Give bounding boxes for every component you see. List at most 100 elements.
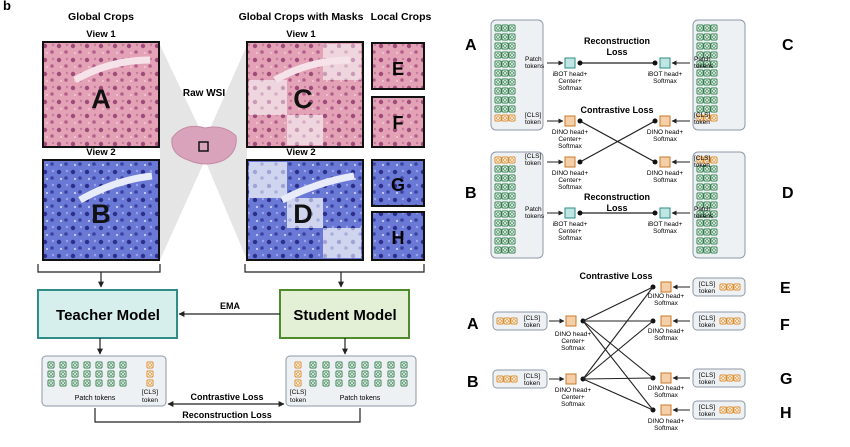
rt-a-row-9-0-dot	[496, 107, 500, 111]
rt-d-row-5-1-dot	[705, 203, 709, 207]
rt-a-row-1-0	[494, 33, 502, 41]
rt-b-row-6-0-dot	[496, 212, 500, 216]
rb-teacher-box-b	[492, 369, 548, 389]
rt-c-row-1-1-dot	[705, 35, 709, 39]
rt-c-cls-label-2: token	[694, 119, 710, 126]
rb-student-cls-label1-g: [CLS]	[699, 372, 715, 379]
rt-ibot-a-cap-2: Center+	[558, 78, 582, 85]
rt-d-row-10-0	[696, 246, 704, 254]
student-patch-token-7-1-dot	[402, 372, 406, 376]
teacher-patch-token-3-0	[83, 361, 91, 369]
rt-a-row-7-0-dot	[496, 89, 500, 93]
rb-dino-a-cap-1: DINO head+	[555, 331, 592, 338]
teacher-patch-token-1-2	[59, 379, 67, 387]
rb-student-cls-g-0	[719, 374, 727, 382]
teacher-patch-token-5-0	[107, 361, 115, 369]
rt-a-row-5-0-dot	[496, 71, 500, 75]
rb-letter-h: H	[780, 405, 792, 422]
rt-a-row-7-1	[501, 87, 509, 95]
rt-c-row-10-0	[696, 114, 704, 122]
teacher-patch-token-1-2-dot	[61, 381, 65, 385]
rt-a-row-5-1	[501, 69, 509, 77]
rb-student-box-f	[692, 311, 746, 331]
student-patch-token-6-0-dot	[389, 363, 393, 367]
rt-b-row-1-1-dot	[503, 167, 507, 171]
rt-ibot-head-b	[564, 207, 576, 219]
rt-a-row-10-2	[508, 114, 516, 122]
header-masked-crops: Global Crops with Masks	[239, 11, 364, 23]
rb-teacher-cls-label2-a: token	[524, 322, 540, 329]
rb-student-cls-label1-f: [CLS]	[699, 315, 715, 322]
rb-dino-b-cap-3: Softmax	[561, 401, 586, 408]
rt-c-row-0-1-dot	[705, 26, 709, 30]
teacher-cls-token-2	[146, 379, 154, 387]
rt-recon-label-bottom-1: Reconstruction	[584, 192, 650, 202]
rt-b-row-8-1	[501, 228, 509, 236]
rb-dino-a-cap-2: Center+	[561, 338, 585, 345]
rt-b-row-10-1-dot	[503, 248, 507, 252]
rt-d-patch-label-1: Patch	[694, 206, 711, 213]
rt-d-row-1-0-dot	[698, 167, 702, 171]
student-patch-token-7-1	[400, 370, 408, 378]
crop-a-letter: A	[91, 84, 111, 114]
rt-b-row-10-2	[508, 246, 516, 254]
rb-line-b-g	[582, 377, 654, 380]
rt-d-row-8-0-dot	[698, 230, 702, 234]
rt-c-row-9-1-dot	[705, 107, 709, 111]
rt-b-row-0-1-dot	[503, 158, 507, 162]
rt-d-row-5-0-dot	[698, 203, 702, 207]
rt-a-row-1-2-dot	[510, 35, 514, 39]
rt-contrastive-line-b-c	[579, 120, 656, 163]
rt-c-row-8-2-dot	[712, 98, 716, 102]
rt-ibot-head-d	[659, 207, 671, 219]
rt-d-row-6-1	[703, 210, 711, 218]
rb-dino-head-e	[660, 281, 672, 293]
rt-a-row-5-1-dot	[503, 71, 507, 75]
rt-d-row-3-2-dot	[712, 185, 716, 189]
crop-d-letter: D	[293, 199, 313, 229]
rt-d-row-8-0	[696, 228, 704, 236]
student-patch-token-5-0	[374, 361, 382, 369]
student-patch-token-3-0	[348, 361, 356, 369]
rt-c-row-1-2-dot	[712, 35, 716, 39]
student-patch-token-1-2	[322, 379, 330, 387]
rt-a-row-2-0-dot	[496, 44, 500, 48]
rb-letter-b: B	[467, 374, 479, 391]
rt-a-row-10-0-dot	[496, 116, 500, 120]
rt-b-row-2-2-dot	[510, 176, 514, 180]
rt-d-row-6-0-dot	[698, 212, 702, 216]
rb-student-cls-h-2-dot	[735, 408, 739, 412]
rb-student-cls-e-1-dot	[728, 285, 732, 289]
rt-ibot-a-cap-3: Softmax	[558, 85, 583, 92]
rt-recon-label-top-2: Loss	[606, 47, 627, 57]
crop-g-letter: G	[391, 175, 405, 195]
rb-dino-head-h	[660, 404, 672, 416]
teacher-cls-token-2-dot	[148, 381, 152, 385]
teacher-patch-token-0-2	[47, 379, 55, 387]
rb-line-a-e	[582, 286, 654, 322]
rb-line-b-e	[582, 286, 654, 380]
teacher-patch-token-3-2-dot	[85, 381, 89, 385]
crop-b-image	[42, 159, 160, 261]
rt-a-row-8-2	[508, 96, 516, 104]
student-patch-token-2-1-dot	[337, 372, 341, 376]
rt-d-row-5-2-dot	[712, 203, 716, 207]
rt-d-row-6-2-dot	[712, 212, 716, 216]
crop-c-letter: C	[293, 84, 313, 114]
rt-b-row-6-2-dot	[510, 212, 514, 216]
rt-a-row-2-0	[494, 42, 502, 50]
rt-a-row-1-2	[508, 33, 516, 41]
rb-student-cls-label2-f: token	[699, 322, 715, 329]
rb-dino-h-cap-1: DINO head+	[648, 418, 685, 425]
reconstruction-loss-label: Reconstruction Loss	[182, 410, 272, 420]
teacher-cls-label-1: [CLS]	[142, 389, 158, 396]
rt-d-row-3-2	[710, 183, 718, 191]
rt-a-row-6-0-dot	[496, 80, 500, 84]
rt-b-row-7-1-dot	[503, 221, 507, 225]
rb-student-cls-h-2	[733, 406, 741, 414]
student-patch-token-4-2-dot	[363, 381, 367, 385]
rt-c-row-0-2-dot	[712, 26, 716, 30]
rt-b-row-8-0-dot	[496, 230, 500, 234]
rt-c-row-7-1-dot	[705, 89, 709, 93]
student-cls-token-1	[294, 370, 302, 378]
